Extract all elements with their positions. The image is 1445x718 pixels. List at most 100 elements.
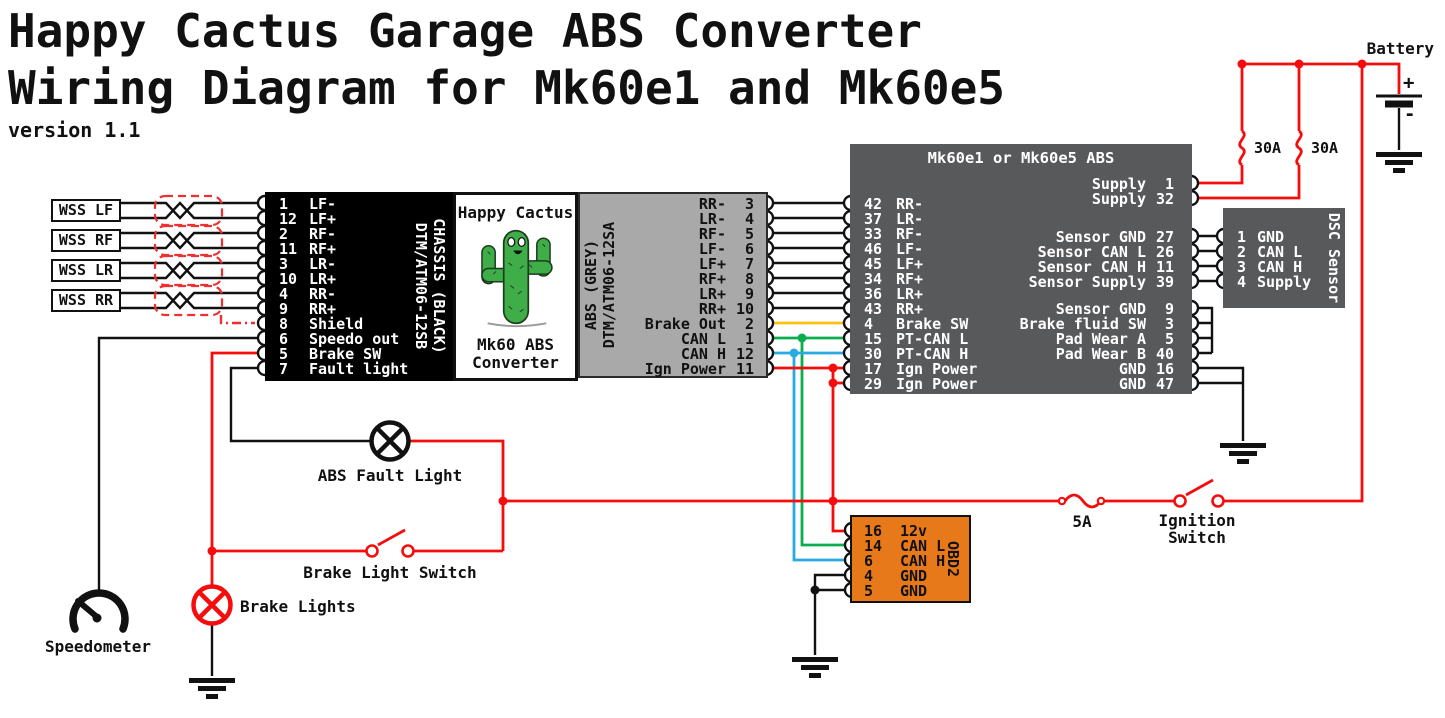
pin-number: 5 [744, 225, 754, 243]
can-l-wire [773, 336, 845, 547]
pin-label: Ign Power [896, 360, 978, 378]
pin-label: CAN L [1257, 243, 1303, 261]
shield-drain-wire [219, 315, 255, 325]
pin-number: 1 [1164, 175, 1174, 193]
pin-label: LR+ [896, 285, 924, 303]
junction-dot [828, 363, 838, 373]
converter-block: Happy Cactus Mk60 ABS Converter [453, 192, 578, 381]
pin-label: Brake Out [644, 315, 726, 333]
pin-number: 7 [279, 360, 289, 378]
junction-dot [789, 348, 799, 358]
pin-label: RF- [896, 225, 924, 243]
pin-label: Brake fluid SW [1019, 315, 1146, 333]
junction-dot [810, 585, 820, 595]
pin-label: RF+ [698, 270, 726, 288]
pin-number: 11 [735, 360, 754, 378]
pin-label: LF+ [698, 255, 726, 273]
pin-row: RR+10 [600, 300, 754, 318]
pin-number: 32 [1155, 190, 1174, 208]
pin-number: 3 [744, 195, 754, 213]
pin-number: 4 [744, 210, 754, 228]
junction-dots [207, 59, 1367, 595]
speedometer-label: Speedometer [45, 637, 151, 656]
pin-label: Brake SW [896, 315, 969, 333]
pin-number: 1 [279, 195, 289, 213]
pin-label: Sensor CAN L [1037, 243, 1146, 261]
battery-icon [1376, 94, 1422, 108]
pin-number: 2 [279, 225, 289, 243]
pin-row: RF-5 [600, 225, 754, 243]
pin-label: Sensor GND [1055, 228, 1146, 246]
junction-dot [828, 496, 838, 506]
pin-number: 17 [864, 360, 883, 378]
pin-label: RF- [309, 225, 337, 243]
pin-label: RR+ [896, 300, 924, 318]
pin-label: Speedo out [309, 330, 400, 348]
pin-row: 6 Speedo out [279, 330, 449, 348]
pin-label: CAN H [1257, 258, 1303, 276]
pin-label: CAN H [680, 345, 726, 363]
pin-number: 8 [744, 270, 754, 288]
pin-label: LR+ [309, 270, 337, 288]
pin-label: GND [1257, 228, 1285, 246]
version-label: version 1.1 [8, 118, 141, 142]
pin-row: 2 RF- [279, 225, 449, 243]
junction-dot [1294, 59, 1304, 69]
pin-number: 11 [1155, 258, 1174, 276]
pin-number: 27 [1155, 228, 1174, 246]
brake-lights-label: Brake Lights [240, 597, 356, 616]
chassis-connector-block [265, 192, 453, 381]
wss-lr-box: WSS LR [51, 259, 121, 282]
brake-light-switch-label: Brake Light Switch [303, 563, 477, 582]
pin-number: 47 [1155, 375, 1174, 393]
fuse-5a-icon [1057, 496, 1106, 506]
pin-number: 6 [279, 330, 289, 348]
pin-number: 15 [864, 330, 883, 348]
red-power-wires [210, 62, 1401, 587]
pin-number: 4 [864, 315, 874, 333]
pin-number: 4 [864, 567, 874, 585]
pin-number: 14 [864, 537, 883, 555]
pin-number: 9 [1164, 300, 1174, 318]
pin-label: PT-CAN L [896, 330, 969, 348]
pin-number: 34 [864, 270, 883, 288]
pin-number: 42 [864, 195, 883, 213]
pin-label: LF+ [896, 255, 924, 273]
pin-number: 12 [279, 210, 298, 228]
pin-number: 30 [864, 345, 883, 363]
pin-label: LR- [896, 210, 924, 228]
ignition-switch-icon [1173, 478, 1225, 508]
fuse-5a-label: 5A [1072, 512, 1092, 531]
junction-dot [498, 496, 508, 506]
pin-row: 43 RR+ [864, 300, 1044, 318]
pin-row: 15 PT-CAN L [864, 330, 1044, 348]
obd2-block [850, 515, 971, 603]
pin-number: 43 [864, 300, 883, 318]
pin-row: LR-4 [600, 210, 754, 228]
junction-dot [828, 378, 838, 388]
pin-label: Pad Wear A [1055, 330, 1146, 348]
wss-rf-box: WSS RF [51, 229, 121, 252]
pin-label: Pad Wear B [1055, 345, 1146, 363]
